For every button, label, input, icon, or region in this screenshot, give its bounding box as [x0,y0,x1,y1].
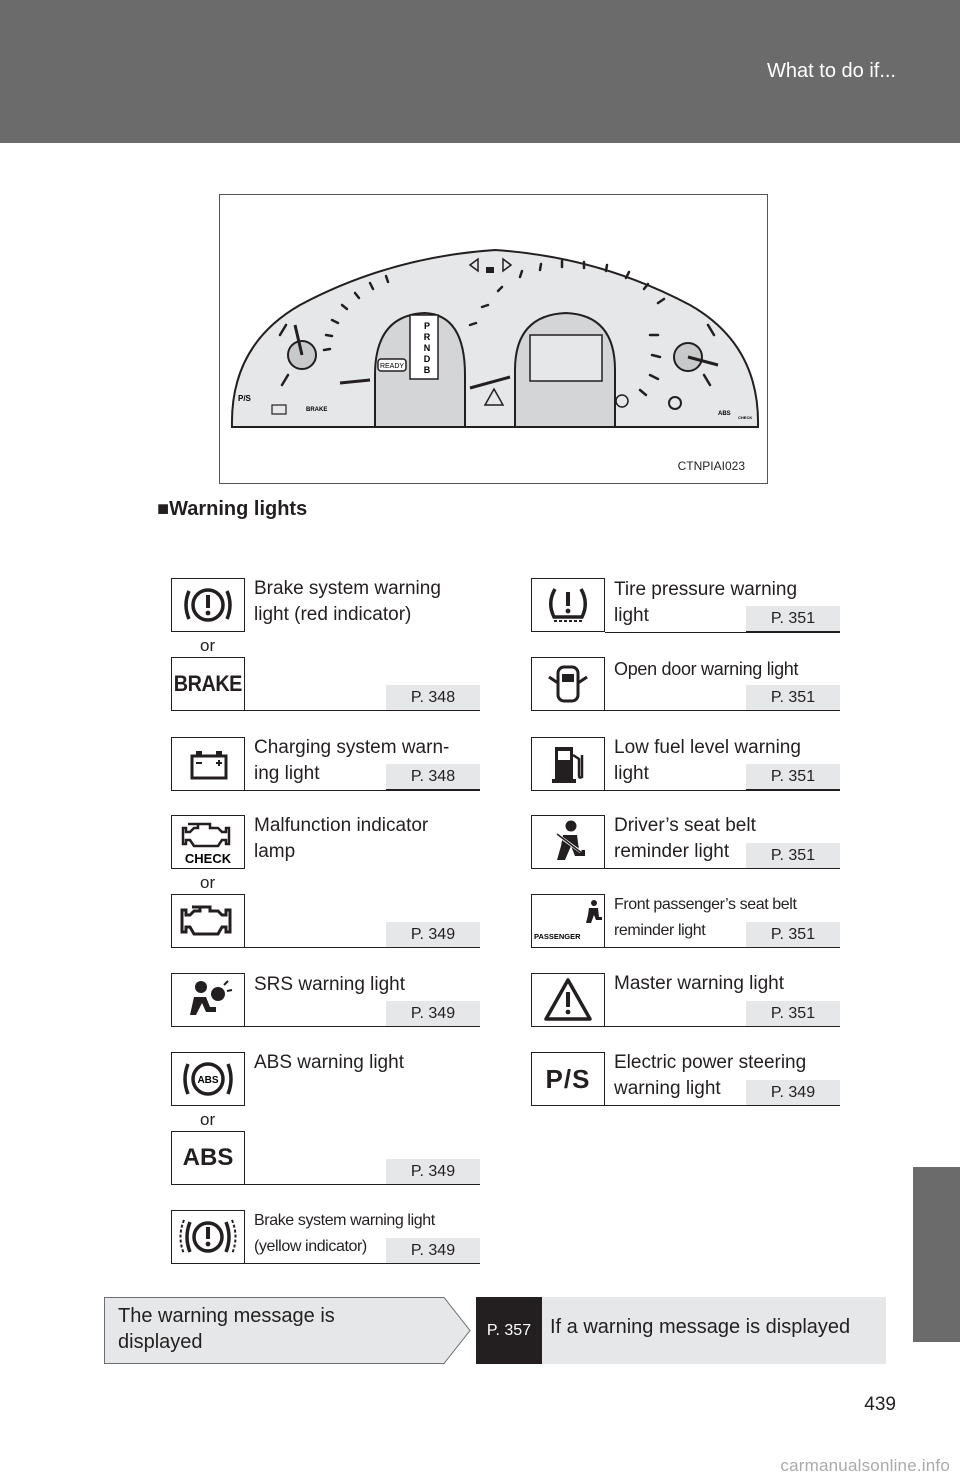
row-rule [245,947,480,948]
brake-circle-icon [171,578,245,632]
instrument-cluster-drawing: READY P R N D B P/S BRAKE [230,248,760,428]
page-ref[interactable]: P. 351 [746,685,840,711]
row-rule [245,790,480,791]
row-rule [605,868,840,869]
section-title: ■Warning lights [157,498,308,520]
gear-p: P [424,321,430,331]
row-rule [605,790,840,791]
page-ref[interactable]: P. 349 [746,1080,840,1106]
battery-icon [171,737,245,791]
row-rule [605,710,840,711]
page-ref[interactable]: P. 348 [386,685,480,711]
ready-indicator-text: READY [380,363,404,370]
page-ref[interactable]: P. 351 [746,922,840,948]
page-ref[interactable]: P. 349 [386,1159,480,1185]
tire-pressure-label: Tire pressure warning light [614,579,798,626]
row-rule [605,1026,840,1027]
page-ref[interactable]: P. 349 [386,1001,480,1027]
engine-icon [171,894,245,948]
abs-circle-icon: ABS [171,1052,245,1106]
row-rule [245,1026,480,1027]
charging-label: Charging system warn- ing light [254,737,450,784]
svg-text:PASSENGER: PASSENGER [534,932,581,941]
tire-pressure-icon [531,578,605,632]
page-ref[interactable]: P. 351 [746,1001,840,1027]
open-door-label: Open door warning light [614,659,799,679]
or-text: or [200,1110,216,1129]
message-page-ref[interactable]: P. 357 [476,1297,542,1364]
srs-label: SRS warning light [254,974,406,995]
svg-text:ABS: ABS [197,1075,218,1086]
svg-text:CHECK: CHECK [185,851,232,866]
page-ref[interactable]: P. 351 [746,764,840,790]
low-fuel-label: Low fuel level warning light [614,737,801,784]
page-ref[interactable]: P. 348 [386,764,480,790]
page-ref[interactable]: P. 349 [386,922,480,948]
row-rule [245,1184,480,1185]
malfunction-label: Malfunction indicator lamp [254,815,429,862]
check-indicator-text: CHECK [738,415,752,420]
brake-indicator-text: BRAKE [306,407,327,413]
brake-yellow-label: Brake system warning light (yellow indic… [254,1212,435,1255]
row-rule [245,1263,480,1264]
engine-check-icon: CHECK [171,815,245,869]
abs-label: ABS warning light [254,1052,404,1073]
ps-indicator-text: P/S [238,394,252,403]
brake-red-label: Brake system warning light (red indicato… [254,578,441,625]
message-box-shape [104,1297,886,1364]
gear-d: D [424,354,431,364]
driver-seat-belt-label: Driver’s seat belt reminder light [614,815,756,862]
gear-n: N [424,343,431,353]
gear-r: R [424,332,431,342]
passenger-seat-belt-icon: PASSENGER [531,894,605,948]
watermark: carmanualsonline.info [780,1456,950,1475]
abs-indicator-text: ABS [718,411,731,417]
page-ref[interactable]: P. 351 [746,843,840,869]
power-steering-label: Electric power steering warning light [614,1052,807,1099]
row-rule [605,632,840,633]
page-ref[interactable]: P. 351 [746,606,840,632]
abs-text-icon: ABS [171,1131,245,1185]
brake-yellow-icon [171,1210,245,1264]
master-warning-label: Master warning light [614,973,785,994]
instrument-cluster-illustration: READY P R N D B P/S BRAKE [219,194,768,484]
row-rule [605,1105,840,1106]
page-ref[interactable]: P. 349 [386,1238,480,1264]
warning-message-box: The warning message is displayed P. 357 … [104,1297,886,1364]
seat-belt-icon [531,815,605,869]
message-action: If a warning message is displayed [550,1316,851,1338]
page-number: 439 [864,1394,896,1415]
brake-text-icon: BRAKE [171,657,245,711]
airbag-icon [171,973,245,1027]
row-rule [605,947,840,948]
or-text: or [200,873,216,892]
fuel-pump-icon [531,737,605,791]
or-text: or [200,636,216,655]
header-title: What to do if... [767,60,896,82]
power-steering-icon: P/S [531,1052,605,1106]
open-door-icon [531,657,605,711]
illustration-code: CTNPIAI023 [677,459,745,473]
page-header: What to do if... [0,0,960,143]
gear-b: B [424,365,431,375]
message-condition: The warning message is displayed [118,1305,335,1353]
chapter-side-tab [913,1167,960,1342]
master-warning-icon [531,973,605,1027]
passenger-seat-belt-label: Front passenger’s seat belt reminder lig… [614,896,797,939]
row-rule [245,710,480,711]
